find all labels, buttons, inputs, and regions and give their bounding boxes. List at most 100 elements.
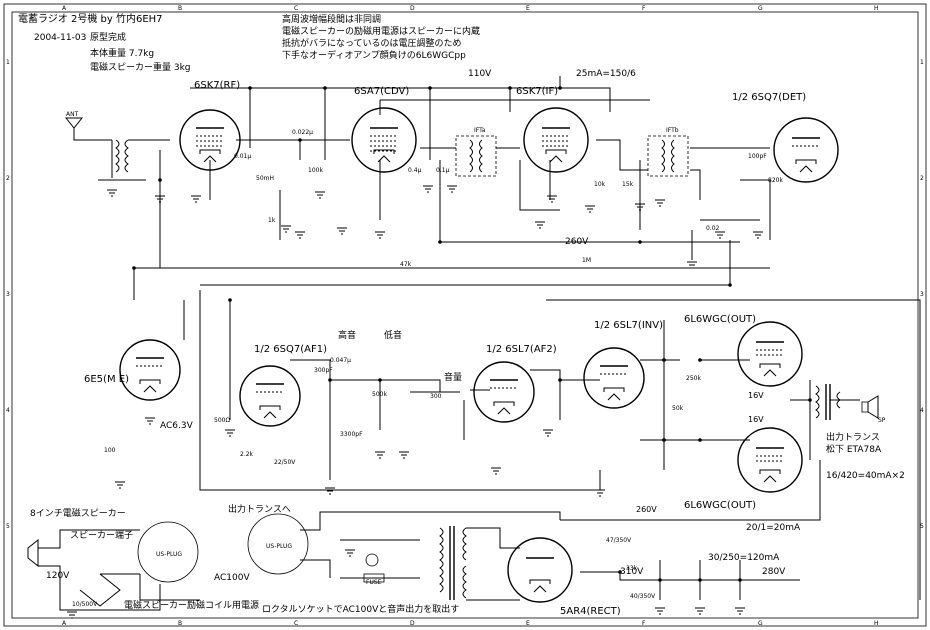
- value-c10: 10/500V: [72, 601, 98, 608]
- tube-af2-envelope: [473, 361, 535, 423]
- tube-label-det: 1/2 6SQ7(DET): [732, 92, 806, 103]
- value-r500ohm: 500Ω: [214, 417, 230, 424]
- value-r820k: 820k: [768, 177, 783, 184]
- tube-eye: [119, 339, 181, 401]
- tube-out2-cathode: [759, 469, 781, 474]
- tube-out1-cathode: [759, 363, 781, 368]
- grid-row-left-3: 3: [6, 291, 10, 298]
- ground-symbol-11: [535, 221, 545, 229]
- tube-label-if: 6SK7(IF): [516, 86, 558, 97]
- junction-dot-8: [132, 266, 136, 270]
- value-c0022: 0.022μ: [292, 129, 313, 136]
- ground-symbol-14: [635, 203, 645, 211]
- value-l50: 50mH: [256, 175, 274, 182]
- tube-label-out2: 6L6WGC(OUT): [684, 500, 756, 511]
- junction-dot-10: [328, 378, 332, 382]
- diagram-title: 電蓄ラジオ 2号機 by 竹内6EH7: [18, 12, 163, 25]
- value-c47: 47/350V: [606, 537, 632, 544]
- tube-conv-envelope: [351, 107, 417, 173]
- af-wiring: [183, 290, 921, 600]
- value-c01: 0.1μ: [436, 167, 450, 174]
- tube-af1: [239, 365, 301, 427]
- ground-symbol-30: [735, 607, 745, 615]
- ground-symbol-32: [67, 611, 77, 619]
- junction-dot-17: [808, 398, 812, 402]
- junction-dot-9: [228, 298, 232, 302]
- tube-rf-cathode: [199, 149, 221, 154]
- grid-col-top-H: H: [874, 5, 879, 12]
- output-transformer: [815, 384, 879, 420]
- speaker-terminal-label: スピーカー端子: [70, 529, 133, 541]
- value-c100p: 100pF: [748, 153, 767, 160]
- junction-dot-24: [728, 283, 732, 287]
- value-r33k: 33k: [626, 565, 638, 572]
- label-260v-a: 260V: [565, 237, 589, 247]
- tube-rect-cathode: [529, 579, 551, 584]
- ground-symbols: [67, 185, 763, 619]
- junction-dot-18: [618, 570, 622, 574]
- ground-symbol-10: [447, 185, 457, 193]
- output-trans-maker: 松下 ETA78A: [826, 443, 882, 455]
- tube-label-conv: 6SA7(CDV): [354, 86, 409, 97]
- junction-dot-1: [248, 86, 252, 90]
- tube-rect: [507, 537, 573, 603]
- sheet-frame: [3, 3, 927, 627]
- note-4: 下手なオーディオアンプ顔負けの6L6WGCpp: [282, 49, 466, 61]
- value-c300p: 300pF: [314, 367, 333, 374]
- value-c04: 0.4μ: [408, 167, 422, 174]
- tube-label-inv: 1/2 6SL7(INV): [594, 320, 663, 331]
- grid-col-top-E: E: [526, 5, 530, 12]
- if-transformers: [455, 135, 689, 177]
- diagram-status: 原型完成: [90, 31, 126, 43]
- tube-eye-heater: [143, 385, 157, 393]
- tube-label-rect: 5AR4(RECT): [560, 606, 621, 617]
- ground-symbol-8: [375, 231, 385, 239]
- junction-dot-2: [323, 86, 327, 90]
- tube-af1-cathode: [259, 405, 281, 410]
- grid-col-bottom-B: B: [178, 620, 182, 627]
- ground-symbol-13: [585, 205, 595, 213]
- grid-row-right-2: 2: [920, 175, 924, 182]
- ground-symbol-7: [337, 227, 347, 235]
- grid-row-right-1: 1: [920, 59, 924, 66]
- grid-col-top-A: A: [62, 5, 67, 12]
- tube-inv-heater: [607, 393, 621, 401]
- value-c3300p: 3300pF: [340, 431, 363, 438]
- tube-out1-heater: [763, 369, 777, 377]
- ground-symbol-27: [145, 417, 155, 425]
- ground-symbol-4: [281, 225, 291, 233]
- grid-col-top-F: F: [642, 5, 646, 12]
- value-r47k: 47k: [400, 261, 412, 268]
- tube-label-rf: 6SK7(RF): [194, 80, 240, 91]
- grid-col-bottom-D: D: [410, 620, 415, 627]
- tube-conv-cathode: [373, 149, 395, 154]
- grid-col-top-C: C: [294, 5, 298, 12]
- value-c40: 40/350V: [630, 593, 656, 600]
- grid-row-left-2: 2: [6, 175, 10, 182]
- coil-supply-label: 電磁スピーカー励磁コイル用電源: [124, 599, 259, 611]
- tube-label-af2: 1/2 6SL7(AF2): [486, 344, 557, 355]
- tube-af2: [473, 361, 535, 423]
- tube-out2-heater: [763, 475, 777, 483]
- tube-af2-cathode: [493, 401, 515, 406]
- ground-symbol-16: [687, 261, 697, 269]
- speaker-adapter: [27, 511, 561, 611]
- ground-symbol-24: [543, 429, 553, 437]
- tubes-layer: [119, 107, 839, 603]
- value-r1k: 1k: [268, 217, 276, 224]
- grid-row-right-5: 5: [920, 523, 924, 530]
- tube-out2-envelope: [737, 427, 803, 493]
- value-r500k: 500k: [372, 391, 387, 398]
- ground-symbol-22: [399, 451, 409, 459]
- output-trans-spec: 16/420=40mA×2: [826, 471, 905, 481]
- ground-symbol-5: [295, 231, 305, 239]
- speaker-dc-label: 120V: [46, 571, 70, 581]
- tube-af1-heater: [263, 411, 277, 419]
- ground-symbol-6: [315, 191, 325, 199]
- output-trans-title: 出力トランス: [826, 431, 880, 443]
- junction-dot-23: [638, 240, 642, 244]
- junction-dot-4: [508, 86, 512, 90]
- junction-dot-6: [298, 138, 302, 142]
- label-25ma: 25mA=150/6: [576, 69, 636, 79]
- value-r250k: 250k: [686, 375, 701, 382]
